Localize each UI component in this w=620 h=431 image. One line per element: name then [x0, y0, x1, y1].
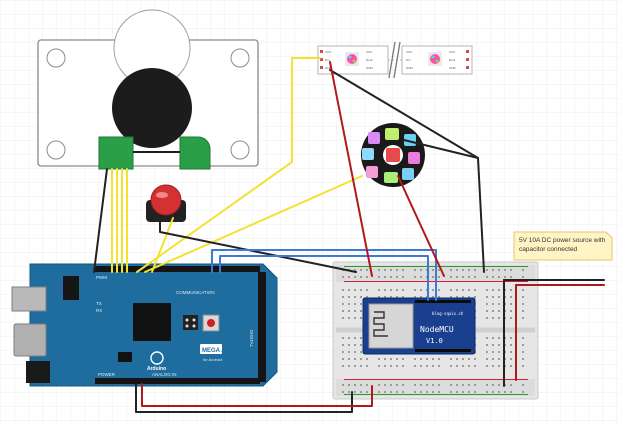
- strip-out-gnd: GND: [366, 66, 374, 70]
- black-wire-button: [159, 221, 357, 273]
- arduino-communication-label: COMMUNICATION: [176, 290, 215, 295]
- red-wire-strip-vcc: [329, 61, 373, 277]
- strip2-in-gnd: GND: [406, 66, 414, 70]
- strip-in-din: Din: [325, 58, 330, 62]
- header-analog: [95, 378, 260, 384]
- arduino-logo-icon: [150, 351, 164, 365]
- power-source-note: 5V 10A DC power source with capacitor co…: [513, 231, 613, 261]
- black-wire-bottom: [135, 383, 353, 413]
- black-wire-joystick: [93, 168, 108, 273]
- joystick-switch: [179, 136, 211, 170]
- arduino-board-sublabel: for Android: [203, 357, 222, 362]
- yellow-wire-ring: [144, 175, 363, 273]
- joystick-header: [98, 136, 134, 170]
- nodemcu-board: blog-squix.ch NodeMCU V1.0: [362, 297, 476, 355]
- red-wire-bottom: [141, 383, 373, 407]
- power-jack: [13, 323, 47, 357]
- strip2-in-din: Din: [406, 58, 411, 62]
- arduino-tx-label: TX: [96, 301, 102, 306]
- strip2-out-dout: Dout: [449, 58, 456, 62]
- yellow-wire-strip: [136, 57, 321, 273]
- strip-led-1: [345, 52, 359, 66]
- arduino-power-label: POWER: [98, 372, 116, 377]
- usb-port: [11, 286, 47, 312]
- note-line-2: capacitor connected: [519, 246, 578, 253]
- arduino-analog-label: ANALOG IN: [152, 372, 177, 377]
- led-ring-icon: [361, 123, 425, 187]
- blue-wire-2: [219, 255, 429, 301]
- strip-out-dout: Dout: [366, 58, 373, 62]
- nodemcu-version: V1.0: [426, 337, 443, 345]
- blue-wire-1: [211, 249, 437, 301]
- joystick-icon[interactable]: [112, 68, 192, 148]
- strip2-in-vcc: VCC: [406, 50, 413, 54]
- strip2-out-vcc: VCC: [449, 50, 456, 54]
- header-digital: [258, 272, 266, 382]
- arduino-board-label: MEGA ADK: [202, 348, 235, 354]
- strip-led-2: [428, 52, 442, 66]
- red-wire-ring-vcc: [397, 175, 445, 277]
- dc-barrel: [26, 361, 50, 383]
- strip-out-vcc: VCC: [366, 50, 373, 54]
- joystick-module: [37, 9, 259, 170]
- strip-in-gnd: GND: [325, 66, 333, 70]
- push-button-icon[interactable]: [146, 184, 186, 222]
- note-line-1: 5V 10A DC power source with: [519, 237, 606, 244]
- arduino-digital-label: DIGITAL: [249, 330, 254, 348]
- yellow-wire-button: [151, 217, 174, 273]
- arduino-pwm-label: PWM: [96, 275, 107, 280]
- header-pwm: [95, 266, 260, 272]
- arduino-mega-board: COMMUNICATION PWM TX RX MEGA ADK for And…: [11, 263, 278, 387]
- led-strip: VCC Din GND VCC Dout GND VCC Din GND VCC…: [317, 41, 473, 79]
- nodemcu-title: NodeMCU: [420, 325, 454, 334]
- arduino-rx-label: RX: [96, 308, 102, 313]
- reset-button-cap: [207, 319, 215, 327]
- nodemcu-url: blog-squix.ch: [432, 311, 464, 316]
- strip2-out-gnd: GND: [449, 66, 457, 70]
- strip-in-vcc: VCC: [325, 50, 332, 54]
- black-wire-ring-gnd: [403, 139, 479, 159]
- arduino-brand: Arduino: [147, 366, 166, 372]
- yellow-wires-joystick: [111, 168, 128, 273]
- microcontroller-chip: [133, 303, 171, 341]
- wires: [93, 57, 605, 413]
